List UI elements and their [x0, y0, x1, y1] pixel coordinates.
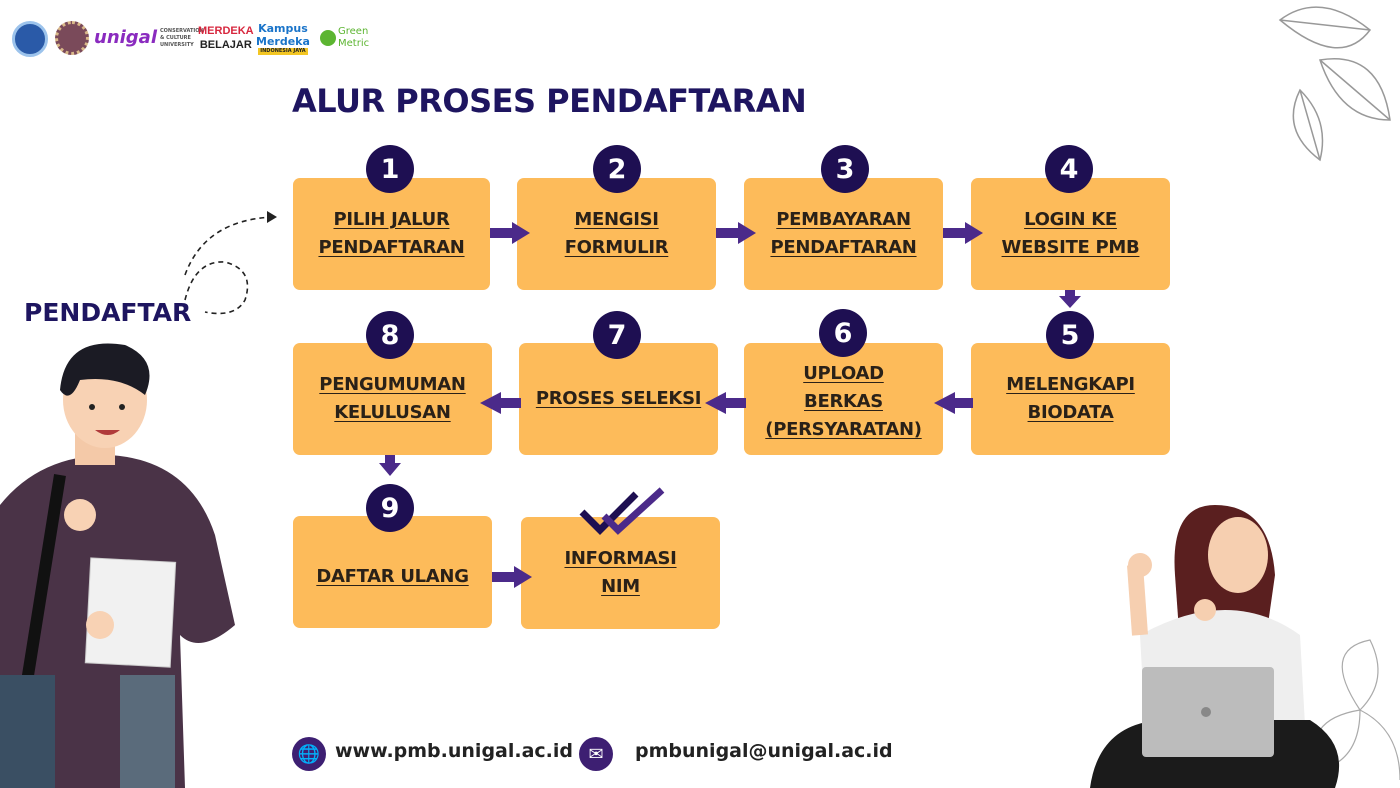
step-box-6: UPLOAD BERKAS (PERSYARATAN) — [744, 343, 943, 455]
step-box-8: PENGUMUMAN KELULUSAN — [293, 343, 492, 455]
step-number-2: 2 — [593, 145, 641, 193]
arrow-left-icon — [480, 392, 521, 414]
mail-icon: ✉ — [579, 737, 613, 771]
step-number-7: 7 — [593, 311, 641, 359]
arrow-left-icon — [705, 392, 746, 414]
step-number-6: 6 — [819, 309, 867, 357]
step-number-9: 9 — [366, 484, 414, 532]
student-laptop-illustration — [1090, 505, 1340, 788]
step-box-4: LOGIN KE WEBSITE PMB — [971, 178, 1170, 290]
globe-icon — [320, 30, 336, 46]
step-box-7: PROSES SELEKSI — [519, 343, 718, 455]
dashed-arrow-icon — [184, 211, 277, 315]
step-number-3: 3 — [821, 145, 869, 193]
logo-kemdikbud — [12, 21, 48, 57]
arrow-right-icon — [490, 222, 530, 244]
logo-merdeka-belajar: MERDEKA BELAJAR — [198, 25, 254, 51]
step-number-4: 4 — [1045, 145, 1093, 193]
step-box-2: MENGISI FORMULIR — [517, 178, 716, 290]
arrow-left-icon — [934, 392, 973, 414]
step-box-9: DAFTAR ULANG — [293, 516, 492, 628]
email-link[interactable]: pmbunigal@unigal.ac.id — [635, 740, 893, 762]
double-check-icon — [579, 487, 665, 535]
logo-university-seal — [55, 21, 89, 55]
logo-kampus-merdeka: Kampus Merdeka INDONESIA JAYA — [256, 21, 310, 55]
step-box-1: PILIH JALUR PENDAFTARAN — [293, 178, 490, 290]
arrow-down-icon — [379, 455, 401, 476]
leaf-decoration-icon — [1278, 6, 1391, 162]
website-link[interactable]: www.pmb.unigal.ac.id — [335, 740, 574, 762]
actor-label: PENDAFTAR — [24, 298, 192, 327]
logo-unigal: unigal CONSERVATION & CULTURE UNIVERSITY — [94, 27, 204, 48]
arrow-right-icon — [716, 222, 756, 244]
step-number-1: 1 — [366, 145, 414, 193]
step-number-5: 5 — [1046, 311, 1094, 359]
arrow-down-icon — [1059, 290, 1081, 308]
final-box: INFORMASI NIM — [521, 517, 720, 629]
page-title: ALUR PROSES PENDAFTARAN — [292, 82, 807, 120]
globe-icon: 🌐 — [292, 737, 326, 771]
student-illustration — [0, 343, 235, 788]
arrow-right-icon — [492, 566, 532, 588]
arrow-right-icon — [943, 222, 983, 244]
step-box-5: MELENGKAPI BIODATA — [971, 343, 1170, 455]
step-box-3: PEMBAYARAN PENDAFTARAN — [744, 178, 943, 290]
step-number-8: 8 — [366, 311, 414, 359]
